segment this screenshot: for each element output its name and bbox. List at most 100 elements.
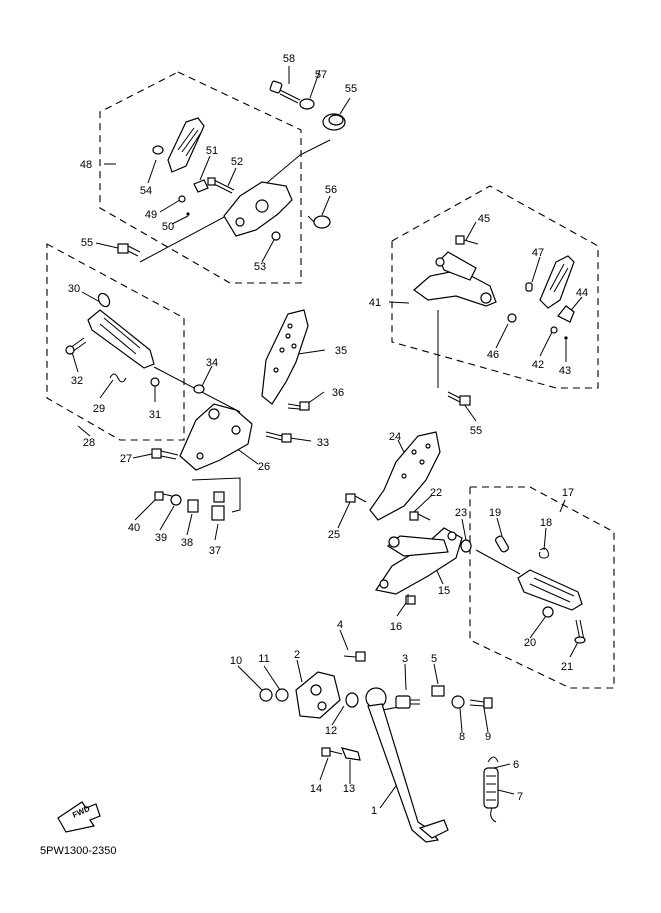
pin-21 [574, 619, 586, 644]
group-17-outline [469, 486, 615, 689]
bolt-33 [265, 431, 292, 443]
label-18: 18 [540, 517, 552, 529]
label-45: 45 [478, 213, 490, 225]
pin-49 [178, 195, 186, 203]
switch-5 [431, 685, 445, 697]
bolt-45 [455, 235, 479, 245]
label-46: 46 [487, 349, 499, 361]
bolt-4 [343, 651, 366, 662]
washer-39 [170, 494, 182, 506]
bolt-3 [395, 695, 420, 709]
label-48: 48 [80, 159, 92, 171]
label-53: 53 [254, 261, 266, 273]
label-59: 58 [283, 53, 295, 65]
label-15: 15 [438, 585, 450, 597]
washer-23 [460, 539, 472, 553]
label-57: 56 [325, 184, 337, 196]
label-55-upper: 55 [81, 237, 93, 249]
label-51: 51 [206, 145, 218, 157]
bolt-14 [321, 747, 343, 757]
label-23: 23 [455, 507, 467, 519]
footrest-17 [517, 569, 583, 611]
label-30: 30 [68, 283, 80, 295]
label-20: 20 [524, 637, 536, 649]
footrest-30 [87, 292, 155, 369]
pin-42 [550, 326, 558, 334]
label-34: 34 [206, 357, 218, 369]
label-42: 42 [532, 359, 544, 371]
label-3: 3 [402, 653, 408, 665]
label-50: 50 [162, 221, 174, 233]
pin-19 [495, 535, 509, 553]
label-36: 36 [332, 387, 344, 399]
damper-56 [322, 113, 346, 131]
label-5: 5 [431, 653, 437, 665]
label-29: 29 [93, 403, 105, 415]
bolt-55-upper [117, 243, 141, 257]
washer-46 [507, 313, 517, 323]
washer-31 [150, 377, 160, 387]
label-44: 44 [576, 287, 588, 299]
label-38: 38 [181, 537, 193, 549]
label-56: 55 [345, 83, 357, 95]
nut-51 [193, 179, 209, 193]
label-35: 35 [335, 345, 347, 357]
label-11: 11 [258, 653, 269, 665]
clip-13 [341, 747, 361, 761]
label-54: 54 [140, 185, 152, 197]
ball-50 [186, 212, 190, 216]
label-16: 16 [390, 621, 402, 633]
bolt-27 [151, 448, 179, 460]
bolt-9 [469, 697, 493, 709]
label-40: 40 [128, 522, 140, 534]
label-58: 57 [315, 69, 327, 81]
pin-47 [525, 282, 533, 292]
washer-58 [299, 98, 315, 110]
label-52: 52 [231, 156, 243, 168]
bolt-16 [405, 594, 416, 605]
label-37: 37 [209, 545, 221, 557]
label-43: 43 [559, 365, 571, 377]
label-8: 8 [459, 731, 465, 743]
washer-34 [193, 384, 205, 394]
bolt-36 [287, 401, 310, 411]
bolt-40 [154, 491, 173, 501]
label-21: 21 [561, 661, 573, 673]
bracket-41 [413, 251, 497, 307]
footrest-44 [539, 255, 575, 323]
label-13: 13 [343, 783, 355, 795]
collar-38 [187, 499, 199, 513]
collar-57 [307, 215, 331, 229]
label-2: 2 [294, 649, 300, 661]
washer-12 [345, 692, 359, 708]
bracket-48-main [223, 181, 293, 237]
label-33: 33 [317, 437, 329, 449]
label-6: 6 [513, 759, 519, 771]
label-22: 22 [430, 487, 442, 499]
bracket-15 [375, 527, 463, 595]
plate-24 [369, 431, 441, 521]
group-48-outline [99, 71, 302, 284]
diagram-code: 5PW1300-2350 [40, 845, 116, 857]
label-26: 26 [258, 461, 270, 473]
spring-6-7 [483, 756, 499, 823]
label-28: 28 [83, 437, 95, 449]
sidestand-1 [365, 687, 449, 843]
collar-11 [275, 688, 289, 702]
bracket-26 [179, 403, 253, 471]
label-55-right: 55 [470, 425, 482, 437]
label-24: 24 [389, 431, 401, 443]
label-32: 32 [71, 375, 83, 387]
footrest-54 [152, 117, 205, 173]
bolt-25 [345, 493, 367, 503]
spring-18 [539, 547, 549, 559]
plate-35 [261, 309, 309, 405]
label-31: 31 [149, 409, 161, 421]
label-4: 4 [337, 619, 343, 631]
bolt-22 [409, 511, 431, 521]
pin-32 [65, 337, 87, 355]
label-41: 41 [369, 297, 381, 309]
part-number-labels: 58 57 55 48 51 52 54 56 49 50 55 53 30 3… [68, 53, 588, 817]
label-12: 12 [325, 725, 337, 737]
